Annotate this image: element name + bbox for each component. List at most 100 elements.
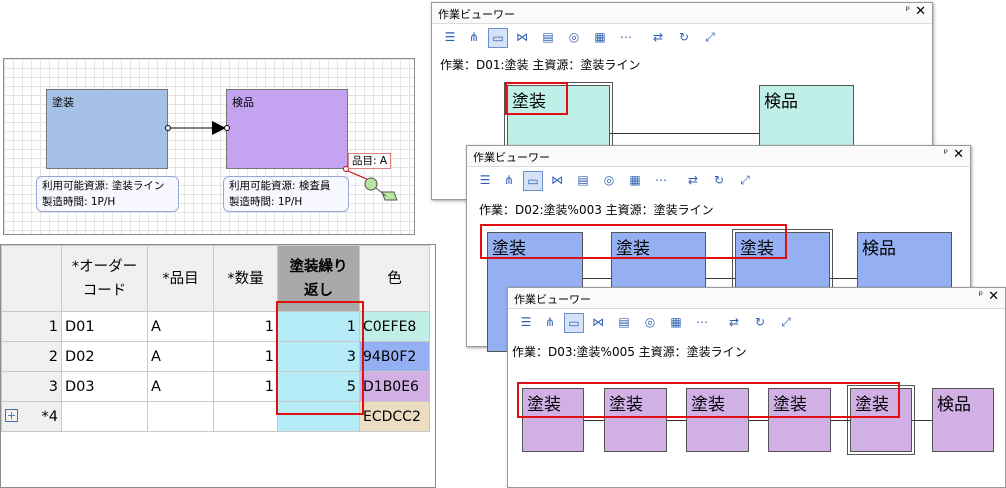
work-node[interactable]: 塗装: [522, 388, 584, 452]
item-cell[interactable]: A: [147, 311, 214, 342]
network-icon[interactable]: ⋈: [592, 315, 604, 329]
detail-icon[interactable]: ▦: [670, 315, 682, 329]
detail-icon[interactable]: ▦: [629, 173, 641, 187]
pin-icon[interactable]: ᵖ: [978, 290, 983, 301]
header-quantity[interactable]: *数量: [213, 245, 278, 312]
tree-icon[interactable]: ⋔: [544, 315, 556, 329]
order-code-cell[interactable]: D03: [61, 371, 148, 402]
row-number[interactable]: 2: [1, 341, 62, 372]
pin-icon[interactable]: ᵖ: [905, 5, 910, 16]
quantity-cell[interactable]: 1: [213, 371, 278, 402]
work-node[interactable]: 塗装: [604, 388, 667, 452]
window-title: 作業ビューワー: [473, 151, 550, 164]
title-bar[interactable]: 作業ビューワー ᵖ ✕: [467, 146, 970, 167]
row-number[interactable]: + *4: [1, 401, 62, 432]
close-icon[interactable]: ✕: [988, 289, 999, 304]
flow-icon[interactable]: ▭: [488, 28, 508, 48]
item-label-tag[interactable]: 品目: A: [348, 153, 392, 169]
refresh-icon[interactable]: ↻: [713, 173, 725, 187]
list-icon[interactable]: ▤: [577, 173, 589, 187]
quantity-cell[interactable]: 1: [213, 341, 278, 372]
work-node[interactable]: 検品: [932, 388, 994, 452]
work-node-label: 塗装: [527, 395, 561, 415]
coating-repeat-cell[interactable]: 5: [277, 371, 360, 402]
fit-icon[interactable]: ⤢: [740, 173, 750, 187]
table-row[interactable]: 3 D03 A 1 5 D1B0E6: [1, 371, 430, 402]
work-node[interactable]: 塗装: [768, 388, 831, 452]
row-number[interactable]: 3: [1, 371, 62, 402]
coating-repeat-cell[interactable]: [277, 401, 360, 432]
gantt-icon[interactable]: ☰: [520, 315, 532, 329]
link-icon[interactable]: ⇄: [652, 30, 664, 44]
color-cell[interactable]: C0EFE8: [359, 311, 430, 342]
close-icon[interactable]: ✕: [915, 4, 926, 19]
resource-line: 利用可能資源: 検査員: [229, 180, 331, 192]
work-node-label: 塗装: [740, 239, 774, 259]
process-node-coating[interactable]: 塗装: [46, 89, 168, 169]
order-grid[interactable]: *オーダー コード *品目 *数量 塗装繰り 返し 色 1 D01 A 1 1 …: [0, 244, 436, 488]
gantt-icon[interactable]: ☰: [479, 173, 491, 187]
target-icon[interactable]: ◎: [603, 173, 615, 187]
row-number[interactable]: 1: [1, 311, 62, 342]
target-icon[interactable]: ◎: [644, 315, 656, 329]
table-row-new[interactable]: + *4 ECDCC2: [1, 401, 430, 432]
order-code-cell[interactable]: [61, 401, 148, 432]
flow-icon[interactable]: ▭: [564, 313, 584, 333]
item-cell[interactable]: [147, 401, 214, 432]
link-icon[interactable]: ⇄: [728, 315, 740, 329]
work-node-label: 塗装: [492, 239, 526, 259]
table-row[interactable]: 1 D01 A 1 1 C0EFE8: [1, 311, 430, 342]
coating-repeat-cell[interactable]: 1: [277, 311, 360, 342]
chain-icon[interactable]: ⋯: [620, 30, 632, 44]
list-icon[interactable]: ▤: [542, 30, 554, 44]
refresh-icon[interactable]: ↻: [678, 30, 690, 44]
work-node-label: 塗装: [691, 395, 725, 415]
work-link: [610, 133, 759, 134]
header-coating-repeat[interactable]: 塗装繰り 返し: [277, 245, 360, 312]
flow-icon[interactable]: ▭: [523, 171, 543, 191]
gantt-icon[interactable]: ☰: [444, 30, 456, 44]
network-icon[interactable]: ⋈: [551, 173, 563, 187]
target-icon[interactable]: ◎: [568, 30, 580, 44]
item-cell[interactable]: A: [147, 341, 214, 372]
process-diagram[interactable]: 塗装 検品 品目: A 利用可能資源: 塗装ライン 製造時間: 1P/H 利用可…: [3, 58, 415, 235]
color-cell[interactable]: 94B0F2: [359, 341, 430, 372]
fit-icon[interactable]: ⤢: [705, 30, 715, 44]
link-icon[interactable]: ⇄: [687, 173, 699, 187]
work-node-label: 塗装: [616, 239, 650, 259]
chain-icon[interactable]: ⋯: [655, 173, 667, 187]
coating-repeat-cell[interactable]: 3: [277, 341, 360, 372]
color-cell[interactable]: ECDCC2: [359, 401, 430, 432]
header-color[interactable]: 色: [359, 245, 430, 312]
viewer-toolbar: ☰ ⋔ ▭ ⋈ ▤ ◎ ▦ ⋯ ⇄ ↻ ⤢: [508, 309, 1005, 337]
work-viewer-window-3[interactable]: 作業ビューワー ᵖ ✕ ☰ ⋔ ▭ ⋈ ▤ ◎ ▦ ⋯ ⇄ ↻ ⤢ 作業：D03:塗装%005 主資…: [507, 287, 1006, 488]
header-order-code[interactable]: *オーダー コード: [61, 245, 148, 312]
work-node[interactable]: 塗装: [686, 388, 749, 452]
header-item[interactable]: *品目: [147, 245, 214, 312]
color-cell[interactable]: D1B0E6: [359, 371, 430, 402]
title-bar[interactable]: 作業ビューワー ᵖ ✕: [432, 3, 932, 24]
order-code-cell[interactable]: D02: [61, 341, 148, 372]
table-row[interactable]: 2 D02 A 1 3 94B0F2: [1, 341, 430, 372]
quantity-cell[interactable]: [213, 401, 278, 432]
window-title: 作業ビューワー: [514, 293, 591, 306]
item-cell[interactable]: A: [147, 371, 214, 402]
fit-icon[interactable]: ⤢: [781, 315, 791, 329]
close-icon[interactable]: ✕: [953, 147, 964, 162]
work-info-line: 作業：D03:塗装%005 主資源：塗装ライン: [512, 345, 747, 359]
network-icon[interactable]: ⋈: [516, 30, 528, 44]
quantity-cell[interactable]: 1: [213, 311, 278, 342]
add-row-icon[interactable]: +: [5, 409, 18, 422]
tree-icon[interactable]: ⋔: [503, 173, 515, 187]
work-info-line: 作業：D02:塗装%003 主資源：塗装ライン: [479, 203, 714, 217]
refresh-icon[interactable]: ↻: [754, 315, 766, 329]
order-code-cell[interactable]: D01: [61, 311, 148, 342]
chain-icon[interactable]: ⋯: [696, 315, 708, 329]
process-connector: [165, 121, 398, 201]
pin-icon[interactable]: ᵖ: [943, 148, 948, 159]
work-node[interactable]: 塗装: [847, 385, 915, 455]
list-icon[interactable]: ▤: [618, 315, 630, 329]
tree-icon[interactable]: ⋔: [468, 30, 480, 44]
detail-icon[interactable]: ▦: [594, 30, 606, 44]
title-bar[interactable]: 作業ビューワー ᵖ ✕: [508, 288, 1005, 309]
